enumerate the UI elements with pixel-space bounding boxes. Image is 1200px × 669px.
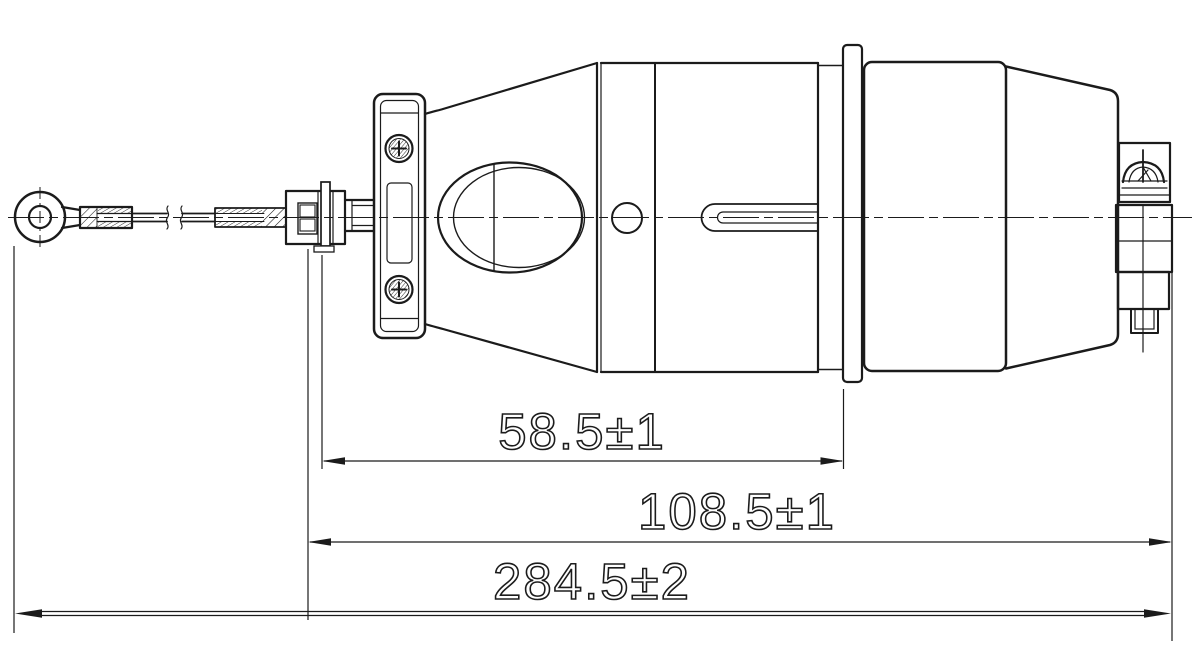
flange-screw-top xyxy=(384,133,414,164)
arrow-right-icon xyxy=(1149,538,1172,546)
dimension-label-upper: 58.5±1 xyxy=(498,403,666,460)
cable-clamp xyxy=(1114,141,1174,353)
arrow-left-icon xyxy=(308,538,331,546)
retaining-band xyxy=(841,43,864,384)
threaded-rod xyxy=(78,205,287,230)
dimension-label-overall: 284.5±2 xyxy=(493,553,691,610)
arrow-right-icon xyxy=(820,457,844,465)
main-body xyxy=(599,43,864,384)
adjuster-block xyxy=(284,181,376,253)
clamp-foot xyxy=(313,245,335,253)
dimension-middle: 108.5±1 xyxy=(308,482,1172,546)
flange-screw-bottom xyxy=(384,274,414,305)
arrow-left-icon xyxy=(322,457,345,465)
extension-lines xyxy=(13,221,1173,641)
dimension-upper: 58.5±1 xyxy=(322,402,844,465)
arrow-left-icon xyxy=(15,609,42,618)
clamp-pin xyxy=(320,181,331,247)
dimension-label-middle: 108.5±1 xyxy=(638,483,836,540)
mounting-flange xyxy=(372,92,427,340)
rear-housing xyxy=(862,60,1120,373)
arrow-right-icon xyxy=(1144,609,1171,618)
dimension-overall: 284.5±2 xyxy=(15,552,1171,618)
